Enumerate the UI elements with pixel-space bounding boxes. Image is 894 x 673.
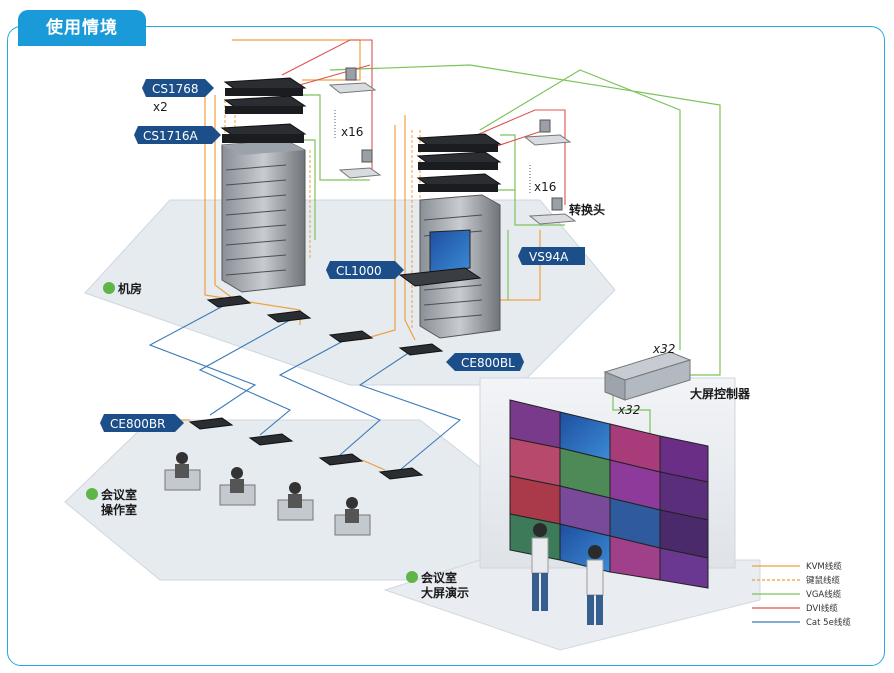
label-ce800br: CE800BR bbox=[100, 414, 184, 432]
zone-presentation-line2: 大屏演示 bbox=[421, 585, 469, 600]
legend-label: KVM线缆 bbox=[806, 561, 842, 572]
label-vs94a: VS94A bbox=[518, 247, 585, 265]
zone-operation-room-line2: 操作室 bbox=[101, 502, 137, 517]
label-ce800br-text: CE800BR bbox=[110, 417, 165, 431]
legend-item: VGA线缆 bbox=[752, 589, 842, 600]
zone-server-room-label: 机房 bbox=[118, 281, 142, 296]
page-title: 使用情境 bbox=[18, 10, 146, 46]
vs94a-splitters-left bbox=[328, 67, 382, 179]
zone-marker-icon bbox=[103, 282, 115, 294]
cs1768-switch-stack-center bbox=[416, 133, 502, 192]
legend-item: DVI线缆 bbox=[752, 603, 838, 614]
operator-workstations bbox=[164, 452, 371, 536]
vs94a-splitters-right bbox=[523, 119, 577, 225]
zone-presentation: 会议室 大屏演示 bbox=[406, 570, 469, 600]
video-wall bbox=[509, 399, 709, 589]
zone-marker-icon bbox=[86, 488, 98, 500]
label-cs1768-text: CS1768 bbox=[152, 82, 199, 96]
vga-cables bbox=[300, 64, 721, 470]
legend-item: KVM线缆 bbox=[752, 561, 842, 572]
legend-item: Cat 5e线缆 bbox=[752, 617, 851, 628]
label-cl1000-text: CL1000 bbox=[336, 264, 382, 278]
converter-label: 转换头 bbox=[569, 202, 605, 217]
diagram-frame bbox=[7, 26, 885, 666]
cs1716a-switch bbox=[220, 123, 307, 143]
legend: KVM线缆 键鼠线缆 VGA线缆 DVI线缆 Cat 5e线缆 bbox=[752, 561, 851, 628]
video-wall-controller-label: 大屏控制器 bbox=[690, 386, 751, 401]
legend-label: DVI线缆 bbox=[806, 603, 838, 614]
label-cs1716a-text: CS1716A bbox=[143, 129, 199, 143]
zone-operation-room-line1: 会议室 bbox=[101, 487, 137, 502]
cs1768-switch-stack bbox=[223, 77, 307, 114]
video-wall-controller bbox=[603, 351, 692, 401]
ce800bl-transmitters bbox=[206, 295, 444, 356]
legend-label: 键鼠线缆 bbox=[806, 575, 841, 586]
label-cs1768: CS1768 bbox=[142, 79, 214, 97]
cl1000-console bbox=[398, 229, 482, 287]
x16-left-label: x16 bbox=[341, 125, 363, 139]
x16-right-label: x16 bbox=[534, 180, 556, 194]
cat5e-cables bbox=[148, 304, 462, 471]
label-cl1000: CL1000 bbox=[326, 261, 404, 279]
cs1768-count: x2 bbox=[153, 100, 168, 114]
legend-label: Cat 5e线缆 bbox=[806, 617, 851, 628]
x32-bottom-label: x32 bbox=[617, 403, 640, 417]
x32-top-label: x32 bbox=[652, 342, 675, 356]
presenters bbox=[531, 523, 604, 625]
label-ce800bl-text: CE800BL bbox=[461, 356, 515, 370]
legend-item: 键鼠线缆 bbox=[752, 575, 841, 586]
server-room-floor bbox=[84, 199, 616, 386]
server-rack-left bbox=[221, 139, 306, 293]
label-ce800bl: CE800BL bbox=[446, 353, 524, 371]
zone-marker-icon bbox=[406, 571, 418, 583]
legend-label: VGA线缆 bbox=[806, 589, 842, 600]
zone-server-room: 机房 bbox=[103, 281, 142, 296]
label-cs1716a: CS1716A bbox=[134, 126, 221, 144]
label-vs94a-text: VS94A bbox=[529, 250, 569, 264]
zone-operation-room: 会议室 操作室 bbox=[86, 487, 137, 517]
zone-presentation-line1: 会议室 bbox=[421, 570, 457, 585]
ce800br-receivers bbox=[188, 417, 424, 480]
